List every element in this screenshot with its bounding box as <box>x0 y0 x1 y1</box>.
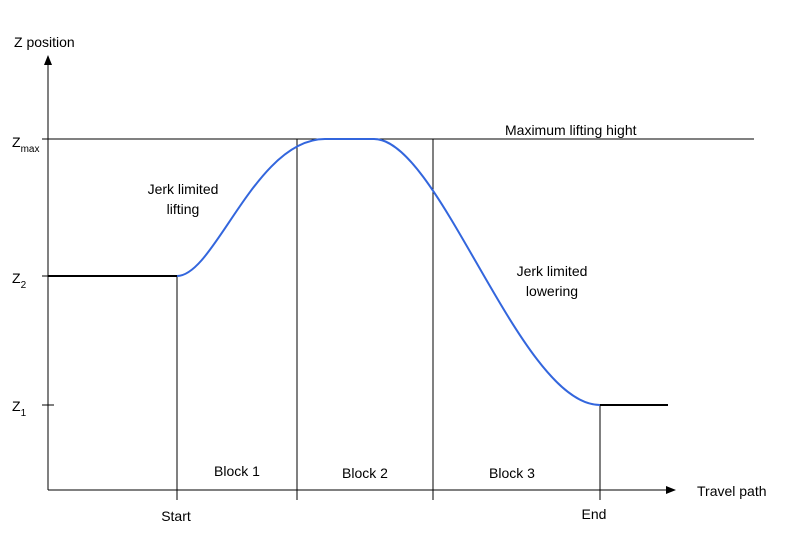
jerk-lifting-label-line2: lifting <box>167 201 200 217</box>
zmax-label: Zmax <box>12 134 39 155</box>
z-motion-profile-curve <box>176 138 601 406</box>
block-2-label: Block 2 <box>342 465 388 481</box>
block-3-label: Block 3 <box>489 465 535 481</box>
start-label: Start <box>161 508 191 524</box>
jerk-lowering-label-line2: lowering <box>526 283 578 299</box>
x-axis-title: Travel path <box>697 483 767 499</box>
max-lifting-height-label: Maximum lifting hight <box>505 122 637 138</box>
end-label: End <box>582 506 607 522</box>
block-1-label: Block 1 <box>214 463 260 479</box>
z2-label: Z2 <box>12 270 27 291</box>
jerk-lowering-label-line1: Jerk limited <box>517 263 588 279</box>
z1-label: Z1 <box>12 398 27 419</box>
jerk-lifting-label-line1: Jerk limited <box>148 181 219 197</box>
y-axis-title: Z position <box>14 34 75 50</box>
